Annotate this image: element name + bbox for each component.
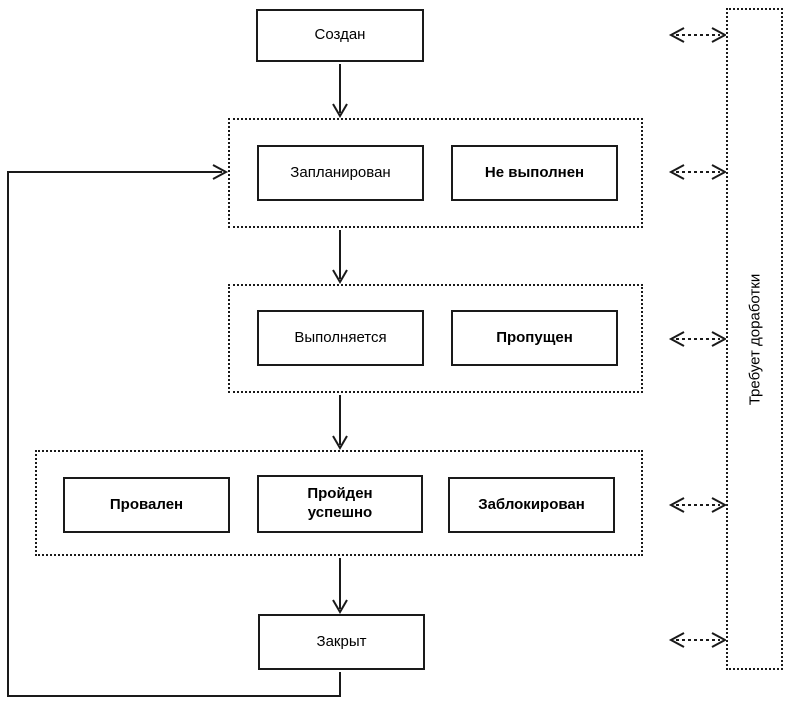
node-not-executed-label: Не выполнен [484,163,585,181]
group-result-states [35,450,643,556]
dashed-arrow-created-rework [668,27,728,43]
arrow-planned-to-inprogress-group [332,230,348,284]
arrow-created-to-planned-group [332,64,348,118]
node-skipped: Пропущен [451,310,618,366]
node-planned: Запланирован [257,145,424,201]
node-failed-label: Провален [109,495,184,513]
node-passed-label: Пройден успешно [307,485,373,521]
node-created: Создан [256,9,424,62]
dashed-arrow-planned-rework [668,164,728,180]
node-closed: Закрыт [258,614,425,670]
dashed-arrow-closed-rework [668,632,728,648]
node-needs-rework-label: Требует доработки [746,273,764,405]
node-failed: Провален [63,477,230,533]
node-planned-label: Запланирован [290,163,391,181]
node-in-progress-label: Выполняется [294,328,387,346]
node-skipped-label: Пропущен [496,328,573,346]
node-in-progress: Выполняется [257,310,424,366]
node-blocked-label: Заблокирован [478,495,585,513]
node-not-executed: Не выполнен [451,145,618,201]
group-planned-states [228,118,643,228]
node-closed-label: Закрыт [316,632,367,650]
dashed-arrow-inprogress-rework [668,331,728,347]
node-needs-rework: Требует доработки [726,8,783,670]
node-created-label: Создан [314,26,366,44]
arrow-inprogress-to-result-group [332,395,348,450]
node-blocked: Заблокирован [448,477,615,533]
dashed-arrow-result-rework [668,497,728,513]
node-passed: Пройден успешно [257,475,423,533]
arrow-result-to-closed [332,558,348,614]
group-inprogress-states [228,284,643,393]
